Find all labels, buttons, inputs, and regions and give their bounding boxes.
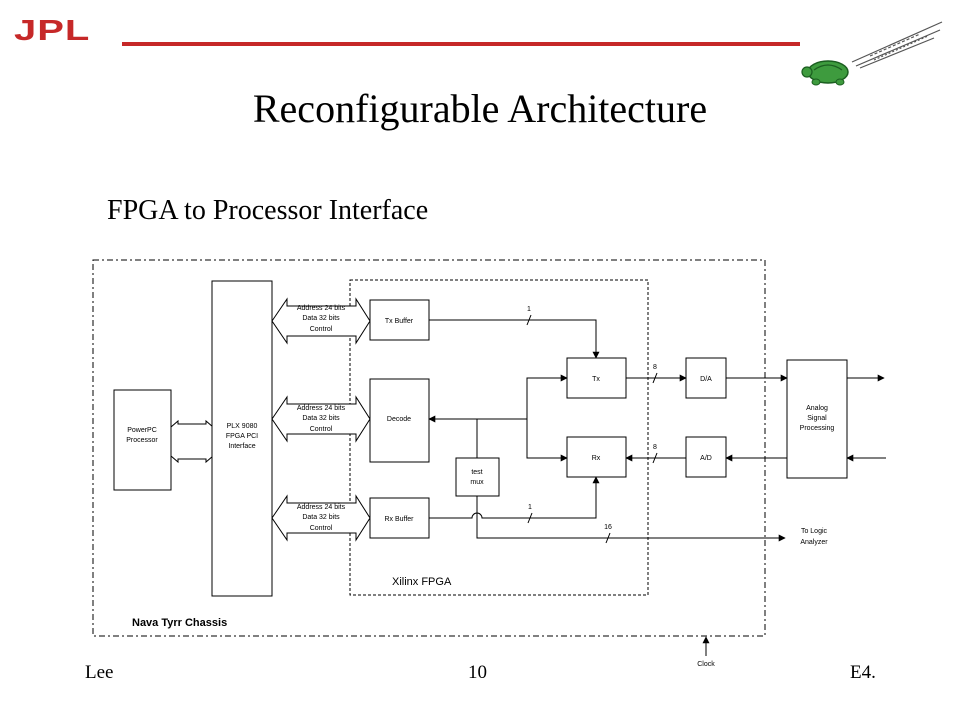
chassis-boundary — [92, 259, 766, 637]
decode-to-rx-wire — [526, 419, 568, 462]
plx-label-line: PLX 9080 — [227, 423, 258, 430]
powerpc-label-line: Processor — [126, 437, 158, 444]
slide-title: Reconfigurable Architecture — [252, 86, 708, 131]
da-label: D/A — [700, 376, 712, 383]
tx-block — [566, 357, 627, 399]
test-mux-label-line: test — [471, 469, 482, 476]
bus-label: Control — [310, 426, 333, 433]
footer-author: Lee — [85, 662, 114, 683]
bus-width-label: 16 — [604, 524, 612, 531]
plx-block — [211, 280, 273, 597]
bus-label: Address 24 bits — [297, 305, 346, 312]
da-block — [685, 357, 727, 399]
logic-analyzer-label-line: Analyzer — [800, 539, 828, 546]
analog-label-line: Processing — [800, 425, 835, 432]
powerpc-block — [113, 389, 172, 491]
fpga-label: Xilinx FPGA — [392, 576, 452, 588]
fpga-boundary — [349, 279, 649, 596]
decode-to-tx-wire — [429, 374, 568, 420]
clock-label: Clock — [697, 661, 715, 668]
footer-page-number: 10 — [468, 662, 487, 683]
tx-label: Tx — [592, 376, 600, 383]
bus-label: Data 32 bits — [302, 315, 340, 322]
footer-code: E4. — [850, 662, 876, 683]
ad-label: A/D — [700, 455, 712, 462]
plx-label-line: Interface — [228, 443, 255, 450]
bus-label: Address 24 bits — [297, 405, 346, 412]
decode-block — [369, 378, 430, 463]
mux-to-logic-analyzer-wire — [476, 496, 786, 542]
test-mux-block — [455, 457, 500, 497]
slide-subtitle: FPGA to Processor Interface — [107, 195, 429, 226]
bus-label: Data 32 bits — [302, 514, 340, 521]
analog-label-line: Signal — [807, 415, 827, 422]
turtle-logo-icon — [801, 21, 943, 86]
test-mux-label-line: mux — [470, 479, 484, 486]
bus-arrow-bottom: Address 24 bits Data 32 bits Control — [271, 494, 371, 542]
tx-buffer-label: Tx Buffer — [385, 318, 414, 325]
analog-processing-block — [786, 359, 848, 479]
ad-block — [685, 436, 727, 478]
processor-bus-arrow — [170, 419, 214, 464]
bus-label: Data 32 bits — [302, 415, 340, 422]
bus-arrow-top: Address 24 bits Data 32 bits Control — [271, 297, 371, 345]
bus-label: Control — [310, 525, 333, 532]
jpl-logo: JPL — [14, 14, 91, 47]
bus-label: Address 24 bits — [297, 504, 346, 511]
decode-label: Decode — [387, 416, 411, 423]
powerpc-label-line: PowerPC — [127, 427, 157, 434]
rx-buffer-label: Rx Buffer — [384, 516, 414, 523]
chassis-label: Nava Tyrr Chassis — [132, 617, 227, 629]
mux-to-decode-wire — [428, 415, 478, 458]
header-rule — [122, 42, 800, 46]
bus-arrow-middle: Address 24 bits Data 32 bits Control — [271, 395, 371, 443]
rx-label: Rx — [592, 455, 601, 462]
bus-label: Control — [310, 326, 333, 333]
analog-label-line: Analog — [806, 405, 828, 412]
tx-buffer-to-tx-wire — [429, 319, 600, 359]
bus-width-label: 1 — [528, 504, 532, 511]
bus-width-label: 8 — [653, 364, 657, 371]
bus-width-label: 1 — [527, 306, 531, 313]
logic-analyzer-label-line: To Logic — [801, 528, 828, 535]
bus-width-label: 8 — [653, 444, 657, 451]
plx-label-line: FPGA PCI — [226, 433, 258, 440]
rx-buffer-to-rx-wire — [429, 476, 600, 519]
